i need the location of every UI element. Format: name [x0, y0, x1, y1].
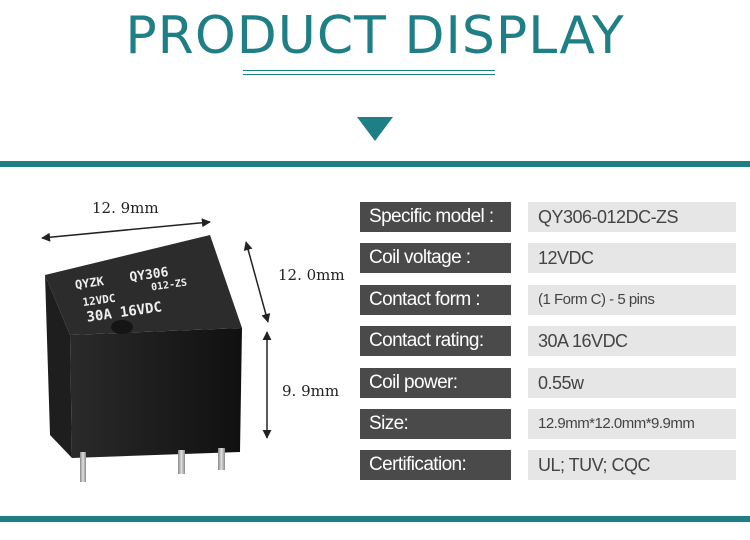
dimension-label-depth: 12. 0mm	[278, 266, 345, 284]
spec-row-size: Size: 12.9mm*12.0mm*9.9mm	[360, 409, 736, 439]
spec-label: Certification:	[360, 450, 511, 480]
relay-marking-variant: 012-ZS	[150, 278, 187, 294]
relay-pin	[178, 450, 185, 474]
relay-marking-brand: QYZK	[74, 274, 105, 292]
spec-value: QY306-012DC-ZS	[528, 202, 736, 232]
title-underline-bottom	[243, 74, 495, 75]
spec-value: UL; TUV; CQC	[528, 450, 736, 480]
spec-row-contact-rating: Contact rating: 30A 16VDC	[360, 326, 736, 356]
dimension-label-height: 9. 9mm	[282, 382, 339, 400]
page-title: PRODUCT DISPLAY	[125, 6, 625, 66]
relay-body-left-face	[45, 275, 72, 458]
relay-body-front-face	[70, 328, 242, 458]
spec-row-model: Specific model : QY306-012DC-ZS	[360, 202, 736, 232]
product-photo: QYZK QY306 012-ZS 12VDC 30A 16VDC 12. 9m…	[41, 199, 345, 482]
divider-band-top	[0, 161, 750, 167]
relay-top-dimple	[111, 320, 133, 334]
dimension-label-width: 12. 9mm	[92, 199, 159, 217]
spec-row-certification: Certification: UL; TUV; CQC	[360, 450, 736, 480]
spec-label: Coil voltage :	[360, 243, 511, 273]
title-underline-top	[243, 70, 495, 71]
spec-value: (1 Form C) - 5 pins	[528, 285, 736, 315]
dimension-arrow-width	[41, 218, 211, 242]
spec-label: Specific model :	[360, 202, 511, 232]
relay-marking-voltage: 12VDC	[82, 292, 117, 309]
relay-marking-model: QY306	[129, 265, 170, 285]
spec-label: Contact rating:	[360, 326, 511, 356]
spec-label: Size:	[360, 409, 511, 439]
spec-value: 0.55w	[528, 368, 736, 398]
relay-pin	[80, 452, 86, 482]
spec-label: Contact form :	[360, 285, 511, 315]
spec-value: 30A 16VDC	[528, 326, 736, 356]
dimension-arrow-depth	[243, 241, 271, 323]
relay-pin	[218, 448, 225, 470]
down-arrow-icon	[357, 117, 393, 141]
spec-row-coil-voltage: Coil voltage : 12VDC	[360, 243, 736, 273]
divider-band-bottom	[0, 516, 750, 522]
spec-row-coil-power: Coil power: 0.55w	[360, 368, 736, 398]
spec-label: Coil power:	[360, 368, 511, 398]
spec-row-contact-form: Contact form : (1 Form C) - 5 pins	[360, 285, 736, 315]
relay-body-top-face	[45, 235, 242, 335]
spec-value: 12VDC	[528, 243, 736, 273]
spec-value: 12.9mm*12.0mm*9.9mm	[528, 409, 736, 439]
